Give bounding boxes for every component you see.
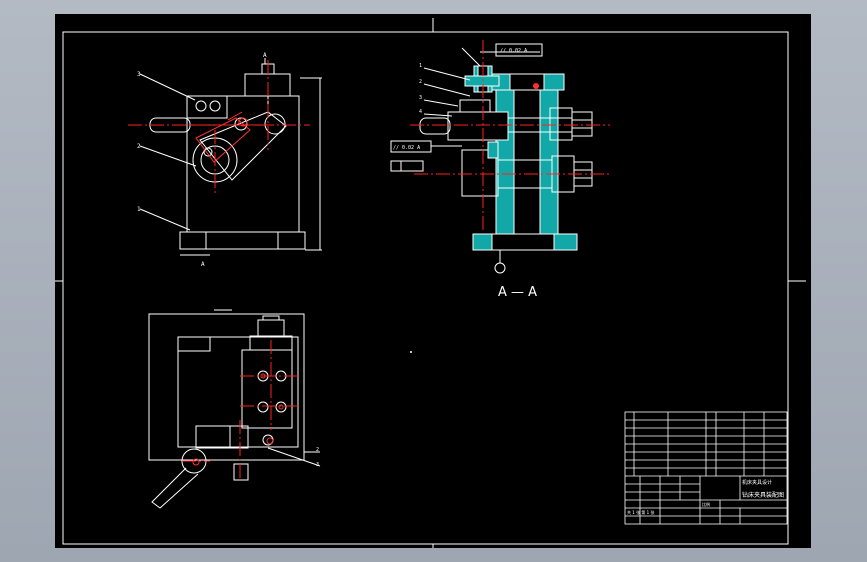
- callout-1: 1: [137, 206, 141, 213]
- sheet-label: 共 1 张 第 1 张: [627, 509, 654, 515]
- plan-callout-2: 2: [316, 447, 319, 453]
- section-callout-4: 4: [419, 109, 422, 115]
- section-label: A — A: [498, 285, 537, 300]
- section-view: [390, 43, 593, 274]
- tolerance-frame-2: // 0.02 A: [500, 48, 527, 54]
- plan-centerlines: [182, 340, 300, 480]
- drawing-title: 机床夹具设计: [742, 479, 772, 486]
- part-name: 钻床夹具装配图: [742, 491, 784, 499]
- plan-callout-3: 3: [316, 462, 319, 468]
- front-view: [139, 58, 322, 256]
- drawing-frame: [55, 18, 806, 548]
- drawing-sheet: [55, 14, 811, 548]
- front-view-centerlines: [128, 60, 310, 195]
- callout-3: 3: [137, 71, 141, 78]
- origin-point: [410, 351, 412, 353]
- tolerance-frame-1: // 0.02 A: [393, 145, 420, 151]
- view-marker-bottom: A: [201, 261, 205, 268]
- plan-view-red-parts: [192, 373, 284, 466]
- callout-2: 2: [137, 143, 141, 150]
- section-callout-3: 3: [419, 95, 422, 101]
- section-callout-2: 2: [419, 79, 422, 85]
- section-centerlines: [410, 40, 612, 232]
- plan-view: [148, 309, 321, 509]
- title-block: [624, 411, 788, 525]
- view-marker-top: A: [263, 52, 267, 59]
- section-callout-1: 1: [419, 63, 422, 69]
- scale-label: 比例: [702, 501, 710, 507]
